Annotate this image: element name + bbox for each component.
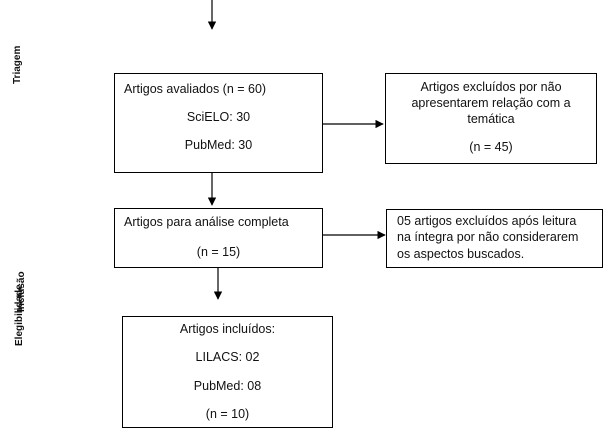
incluidos-lilacs: LILACS: 02 [195,350,260,364]
avaliados-pubmed: PubMed: 30 [184,138,253,152]
excluidos-leitura-line2: na íntegra por não considerarem [397,230,579,244]
box-artigos-avaliados: Artigos avaliados (n = 60) SciELO: 30 Pu… [114,73,323,173]
label-triagem: Triagem [12,45,23,84]
excluidos-leitura-line3: os aspectos buscados. [397,247,525,261]
excluidos-tematica-line2: apresentarem relação com a [411,96,571,110]
excluidos-tematica-count: (n = 45) [469,140,513,154]
incluidos-title: Artigos incluídos: [179,322,276,336]
avaliados-title: Artigos avaliados (n = 60) [124,82,267,96]
avaliados-scielo: SciELO: 30 [186,110,251,124]
analise-count: (n = 15) [196,245,241,259]
excluidos-leitura-line1: 05 artigos excluídos após leitura [397,214,577,228]
box-excluidos-leitura: 05 artigos excluídos após leitura na ínt… [386,209,603,268]
excluidos-tematica-line3: temática [467,112,515,126]
incluidos-count: (n = 10) [205,407,250,421]
box-artigos-incluidos: Artigos incluídos: LILACS: 02 PubMed: 08… [122,316,333,428]
excluidos-tematica-line1: Artigos excluídos por não [420,80,562,94]
incluidos-pubmed: PubMed: 08 [193,379,262,393]
box-analise-completa: Artigos para análise completa (n = 15) [114,208,323,268]
analise-title: Artigos para análise completa [124,215,289,229]
box-excluidos-tematica: Artigos excluídos por não apresentarem r… [385,73,597,164]
label-inclusao: Inclusão [16,271,27,312]
